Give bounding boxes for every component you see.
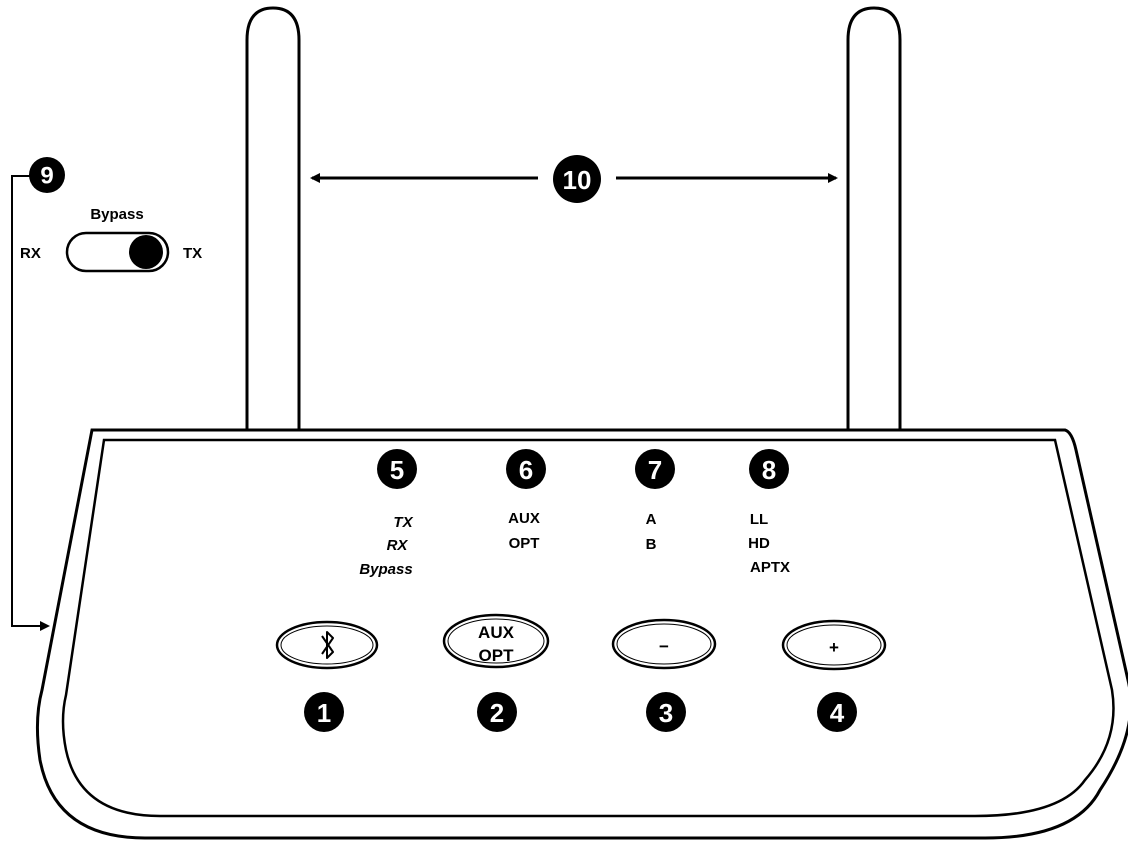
indicator-b: B xyxy=(646,536,657,553)
callout-7: 7 xyxy=(635,449,675,489)
switch-right-label: TX xyxy=(183,245,202,262)
indicator-tx: TX xyxy=(393,514,413,531)
indicator-7-labels: A B xyxy=(646,511,657,553)
opt-button-label: OPT xyxy=(479,646,515,665)
indicator-6-labels: AUX OPT xyxy=(508,510,540,552)
plus-icon: + xyxy=(829,638,839,657)
bluetooth-button[interactable] xyxy=(275,620,379,670)
indicator-aptx: APTX xyxy=(750,559,790,576)
indicator-5-labels: TX RX Bypass xyxy=(359,514,413,578)
callout-1: 1 xyxy=(304,692,344,732)
indicator-bypass: Bypass xyxy=(359,561,412,578)
indicator-ll: LL xyxy=(750,511,768,528)
switch-left-label: RX xyxy=(20,245,41,262)
callout-5: 5 xyxy=(377,449,417,489)
callout-3: 3 xyxy=(646,692,686,732)
device-body xyxy=(35,428,1128,840)
callout-8: 8 xyxy=(749,449,789,489)
mode-switch[interactable]: Bypass RX TX xyxy=(20,206,202,273)
callout-9: 9 xyxy=(29,157,65,193)
indicator-rx: RX xyxy=(387,537,409,554)
right-antenna xyxy=(846,6,902,430)
aux-opt-button[interactable]: AUX OPT xyxy=(442,613,550,669)
switch-knob[interactable] xyxy=(129,235,163,269)
switch-leader-line xyxy=(11,175,50,631)
minus-button[interactable]: − xyxy=(611,618,717,670)
callout-4-text: 4 xyxy=(830,698,845,728)
callout-1-text: 1 xyxy=(317,698,331,728)
indicator-opt: OPT xyxy=(509,535,540,552)
callout-5-text: 5 xyxy=(390,455,404,485)
callout-6-text: 6 xyxy=(519,455,533,485)
callout-7-text: 7 xyxy=(648,455,662,485)
plus-button[interactable]: + xyxy=(781,619,887,671)
callout-2: 2 xyxy=(477,692,517,732)
left-antenna xyxy=(245,6,301,430)
callout-3-text: 3 xyxy=(659,698,673,728)
callout-2-text: 2 xyxy=(490,698,504,728)
callout-10-text: 10 xyxy=(563,165,592,195)
callout-6: 6 xyxy=(506,449,546,489)
callout-9-text: 9 xyxy=(40,163,53,190)
minus-icon: − xyxy=(659,637,669,656)
callout-10: 10 xyxy=(553,155,601,203)
indicator-hd: HD xyxy=(748,535,770,552)
callout-8-text: 8 xyxy=(762,455,776,485)
bluetooth-icon xyxy=(321,631,334,659)
indicator-8-labels: LL HD APTX xyxy=(748,511,790,576)
aux-button-label: AUX xyxy=(478,623,515,642)
callout-4: 4 xyxy=(817,692,857,732)
indicator-a: A xyxy=(646,511,657,528)
switch-title: Bypass xyxy=(90,206,143,223)
indicator-aux: AUX xyxy=(508,510,540,527)
